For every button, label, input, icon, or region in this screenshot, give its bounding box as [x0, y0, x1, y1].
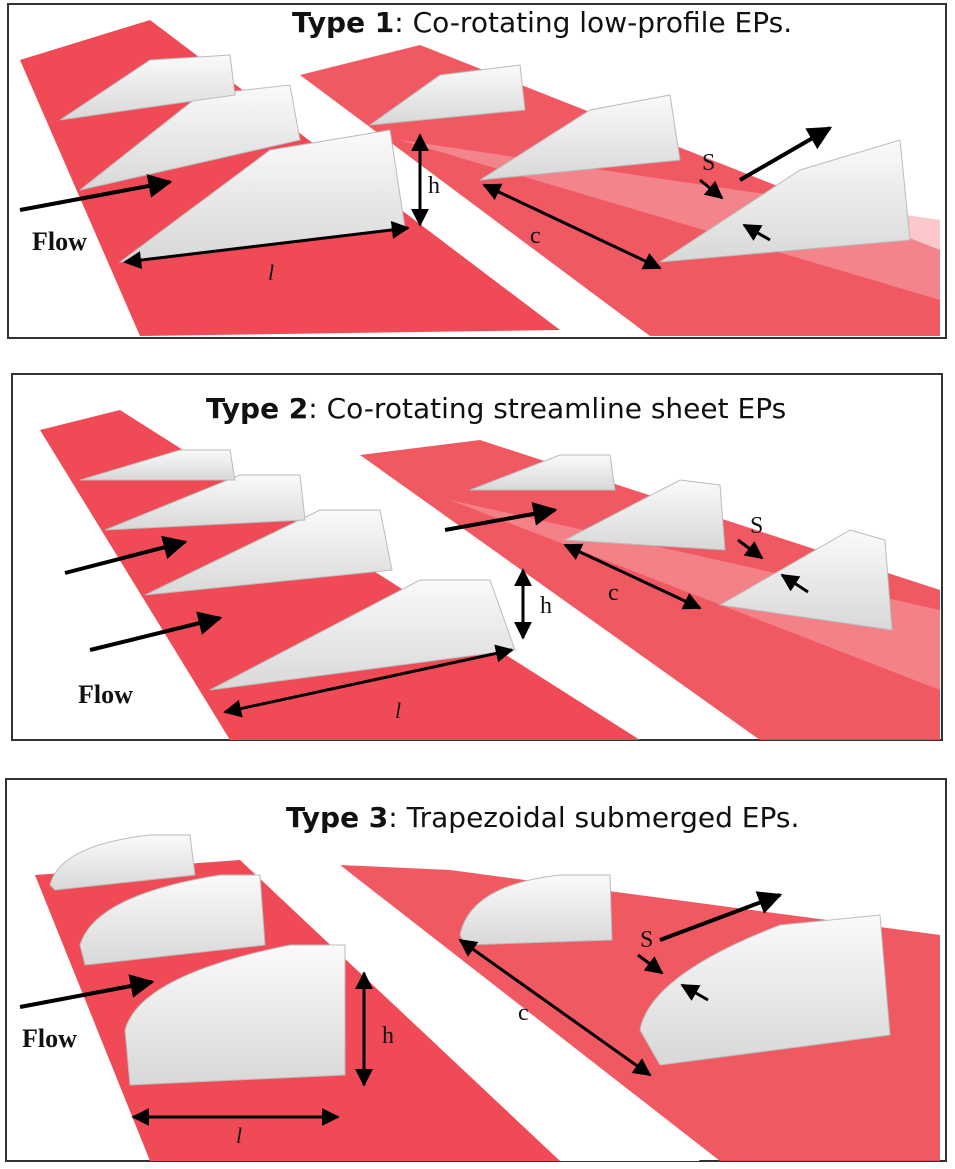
- length-dimension: [123, 220, 410, 270]
- panel-type-2-figure: Type 2: Co-rotating streamline sheet EPs…: [11, 373, 943, 741]
- height-label: h: [428, 173, 440, 199]
- red-strip-highlight: [400, 140, 940, 300]
- ep-plate: [49, 834, 196, 891]
- spacing-c-dimension: [563, 543, 702, 610]
- ep-plate: [659, 139, 911, 263]
- ep-plate: [104, 474, 306, 531]
- ep-plate: [79, 449, 236, 481]
- ep-plate: [79, 874, 266, 966]
- length-dimension: [223, 644, 514, 718]
- ep-plate: [59, 54, 236, 121]
- length-label: l: [395, 698, 401, 723]
- ep-plate: [368, 64, 526, 126]
- gap-s-label: S: [702, 150, 715, 176]
- flow-arrow: [64, 535, 188, 575]
- gap-s-arrow: [699, 178, 724, 200]
- ep-plate: [459, 874, 613, 946]
- spacing-c-label: c: [518, 1000, 529, 1026]
- flow-arrow: [19, 174, 173, 212]
- length-label: l: [236, 1123, 242, 1148]
- height-label: h: [540, 593, 552, 619]
- flow-arrow: [659, 891, 783, 942]
- panel-type-1-figure: Type 1: Co-rotating low-profile EPs. Flo…: [7, 3, 947, 339]
- panel-title: Type 3: Trapezoidal submerged EPs.: [286, 801, 799, 834]
- ep-plate: [124, 944, 346, 1086]
- spacing-c-dimension: [458, 938, 652, 1077]
- flow-arrow: [19, 974, 155, 1009]
- flow-label: Flow: [32, 227, 87, 256]
- gap-s-label: S: [640, 927, 653, 953]
- spacing-c-label: c: [530, 223, 541, 249]
- flow-label: Flow: [78, 680, 133, 709]
- flow-arrow: [738, 126, 833, 182]
- spacing-c-dimension: [482, 183, 662, 270]
- spacing-c-label: c: [608, 580, 619, 606]
- ep-plate: [479, 94, 681, 181]
- panel-type-3: Type 3: Trapezoidal submerged EPs. Flow …: [0, 775, 955, 1169]
- gap-s-arrow: [742, 223, 771, 242]
- height-label: h: [382, 1023, 394, 1049]
- ep-plate: [469, 454, 616, 491]
- gap-s-arrow: [780, 573, 809, 594]
- ep-plate: [718, 529, 893, 631]
- length-label: l: [268, 260, 274, 285]
- panel-title: Type 1: Co-rotating low-profile EPs.: [292, 6, 792, 39]
- gap-s-arrow: [680, 983, 709, 1002]
- panel-title: Type 2: Co-rotating streamline sheet EPs: [206, 392, 786, 425]
- flow-arrow: [444, 502, 558, 532]
- panel-type-1: Type 1: Co-rotating low-profile EPs. Flo…: [0, 0, 955, 345]
- ep-plate: [144, 509, 393, 596]
- ep-plate: [79, 84, 301, 191]
- gap-s-arrow: [637, 953, 664, 975]
- flow-arrow: [89, 611, 223, 652]
- gap-s-label: S: [750, 513, 763, 539]
- panel-type-2: Type 2: Co-rotating streamline sheet EPs…: [0, 370, 955, 750]
- panel-type-3-figure: Type 3: Trapezoidal submerged EPs. Flow …: [5, 778, 947, 1162]
- flow-label: Flow: [22, 1024, 77, 1053]
- gap-s-arrow: [737, 538, 764, 560]
